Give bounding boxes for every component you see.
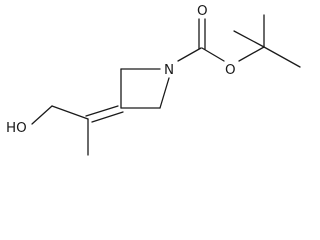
bond-tbu-methyl-right	[263, 46, 301, 68]
bond-o-ester-tbu-c	[238, 46, 265, 62]
azetidine-ring	[120, 68, 170, 109]
bond-exocyclic-double-a	[85, 105, 119, 117]
bond-carbonyl-c-o-ester	[201, 47, 225, 62]
atom-label-ester-oxygen: O	[225, 62, 236, 78]
bond-tbu-methyl-left	[233, 30, 265, 48]
bond-alkene-c-ch2	[51, 105, 89, 120]
atom-label-nitrogen: N	[164, 62, 174, 78]
carbamate-group	[177, 18, 265, 62]
atom-label-carbonyl-oxygen: O	[197, 3, 208, 19]
bond-exocyclic-double-b	[91, 111, 124, 123]
bond-ch2-oh	[31, 105, 53, 125]
bond-n1-carbonyl-c	[177, 47, 202, 62]
exocyclic-alkene-group	[31, 105, 124, 156]
tert-butyl-group	[233, 14, 301, 68]
bond-c4-n1	[159, 77, 170, 109]
atom-label-hydroxyl: HO	[6, 120, 27, 136]
chemical-structure: N O O HO	[6, 3, 301, 156]
